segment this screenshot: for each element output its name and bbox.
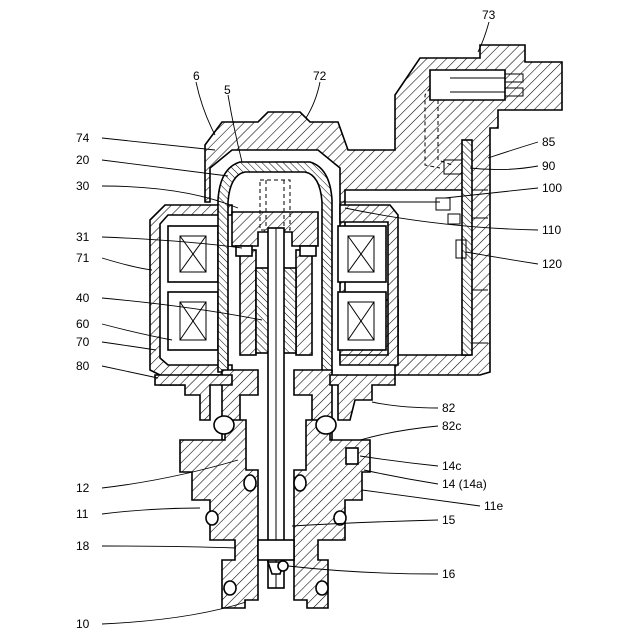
coil-right-lower xyxy=(338,292,386,350)
label-73: 73 xyxy=(482,8,496,22)
label-80: 80 xyxy=(76,359,90,373)
label-15: 15 xyxy=(442,513,456,527)
label-6: 6 xyxy=(193,69,200,83)
label-74: 74 xyxy=(76,131,90,145)
label-16: 16 xyxy=(442,567,456,581)
label-85: 85 xyxy=(542,135,556,149)
ball-valve-16 xyxy=(268,561,288,574)
label-110: 110 xyxy=(542,223,561,237)
label-31: 31 xyxy=(76,230,90,244)
label-5: 5 xyxy=(224,83,231,97)
label-82: 82 xyxy=(442,401,456,415)
label-14c: 14c xyxy=(442,459,461,473)
label-11e: 11e xyxy=(484,499,503,513)
label-60: 60 xyxy=(76,317,90,331)
label-14-14a: 14 (14a) xyxy=(442,477,487,491)
label-30: 30 xyxy=(76,179,90,193)
label-11: 11 xyxy=(76,507,89,521)
coil-right-upper xyxy=(338,226,386,282)
label-72: 72 xyxy=(313,69,327,83)
coil-left-upper xyxy=(168,226,218,282)
label-90: 90 xyxy=(542,159,556,173)
label-82c: 82c xyxy=(442,419,461,433)
label-100: 100 xyxy=(542,181,562,195)
label-10: 10 xyxy=(76,617,90,631)
label-12: 12 xyxy=(76,481,90,495)
label-71: 71 xyxy=(76,251,90,265)
label-120: 120 xyxy=(542,257,562,271)
label-20: 20 xyxy=(76,153,90,167)
shaft xyxy=(268,228,284,588)
label-70: 70 xyxy=(76,335,90,349)
label-40: 40 xyxy=(76,291,90,305)
label-18: 18 xyxy=(76,539,90,553)
coil-left-lower xyxy=(168,292,218,350)
